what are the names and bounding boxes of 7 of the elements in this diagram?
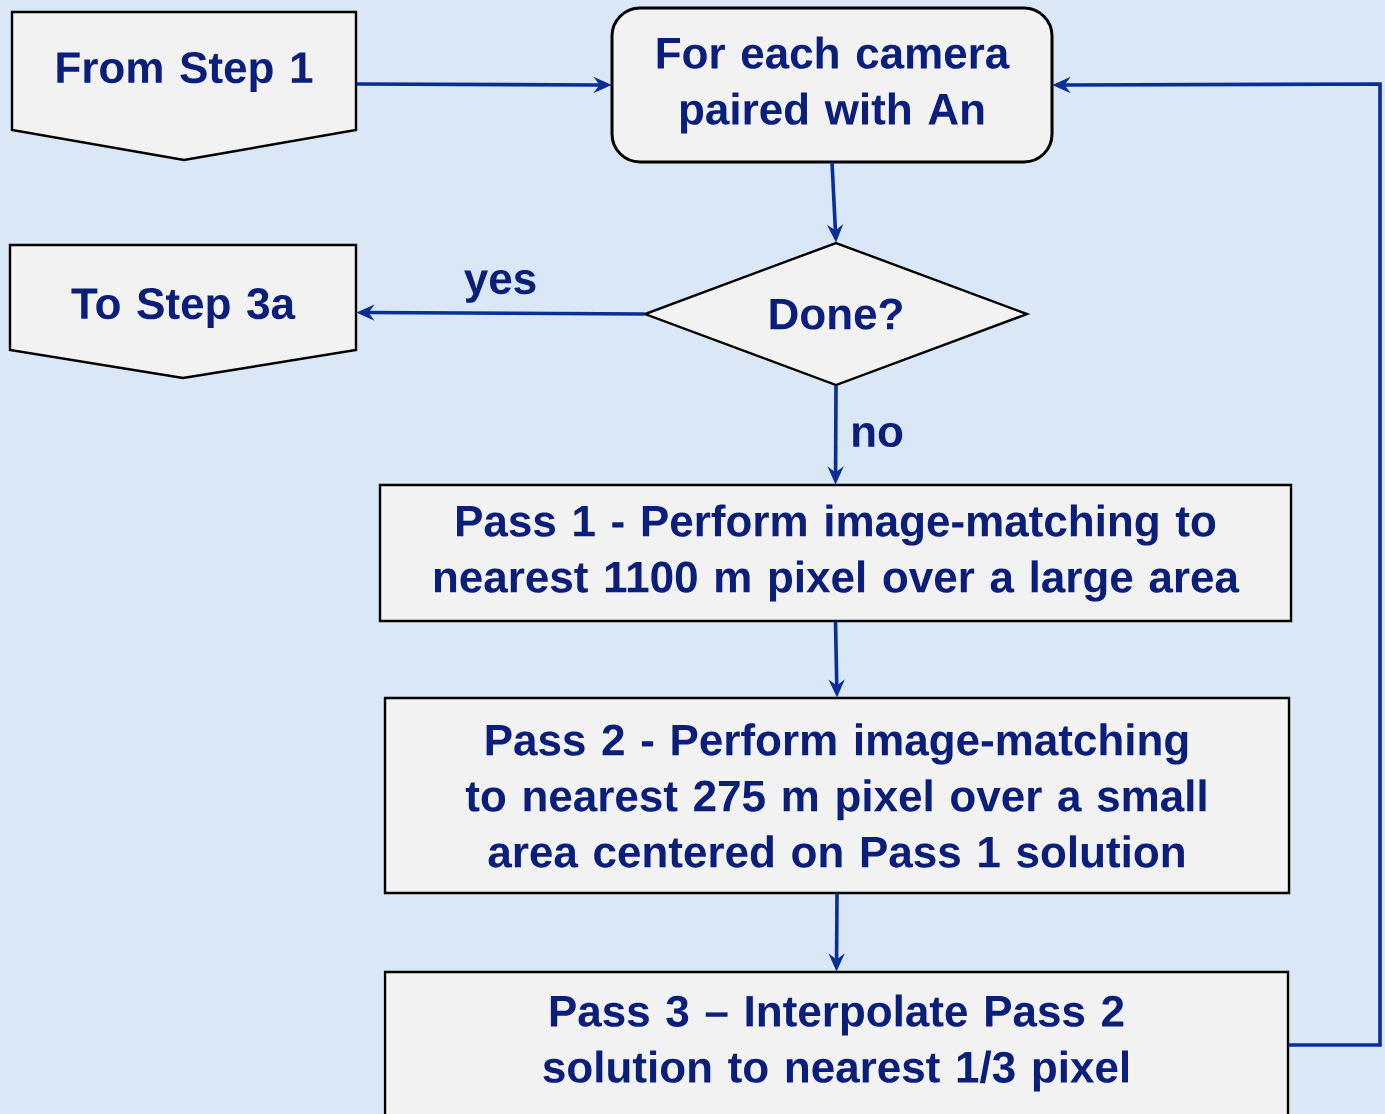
process-box: Pass 3 – Interpolate Pass 2 solution to nearest 1/3 pixel bbox=[383, 970, 1290, 1114]
process-box: Pass 1 - Perform image-matching to nearest 1100 m pixel over a large area bbox=[378, 483, 1293, 623]
edge-label: yes bbox=[464, 270, 536, 303]
off-page-connector: From Step 1 bbox=[10, 10, 358, 162]
process-box: For each camera paired with An bbox=[610, 6, 1054, 164]
process-box: Pass 2 - Perform image-matching to nearest 275 m pixel over a small area centered on Pass 1 solution bbox=[383, 696, 1291, 895]
edge-label: no bbox=[853, 422, 903, 448]
